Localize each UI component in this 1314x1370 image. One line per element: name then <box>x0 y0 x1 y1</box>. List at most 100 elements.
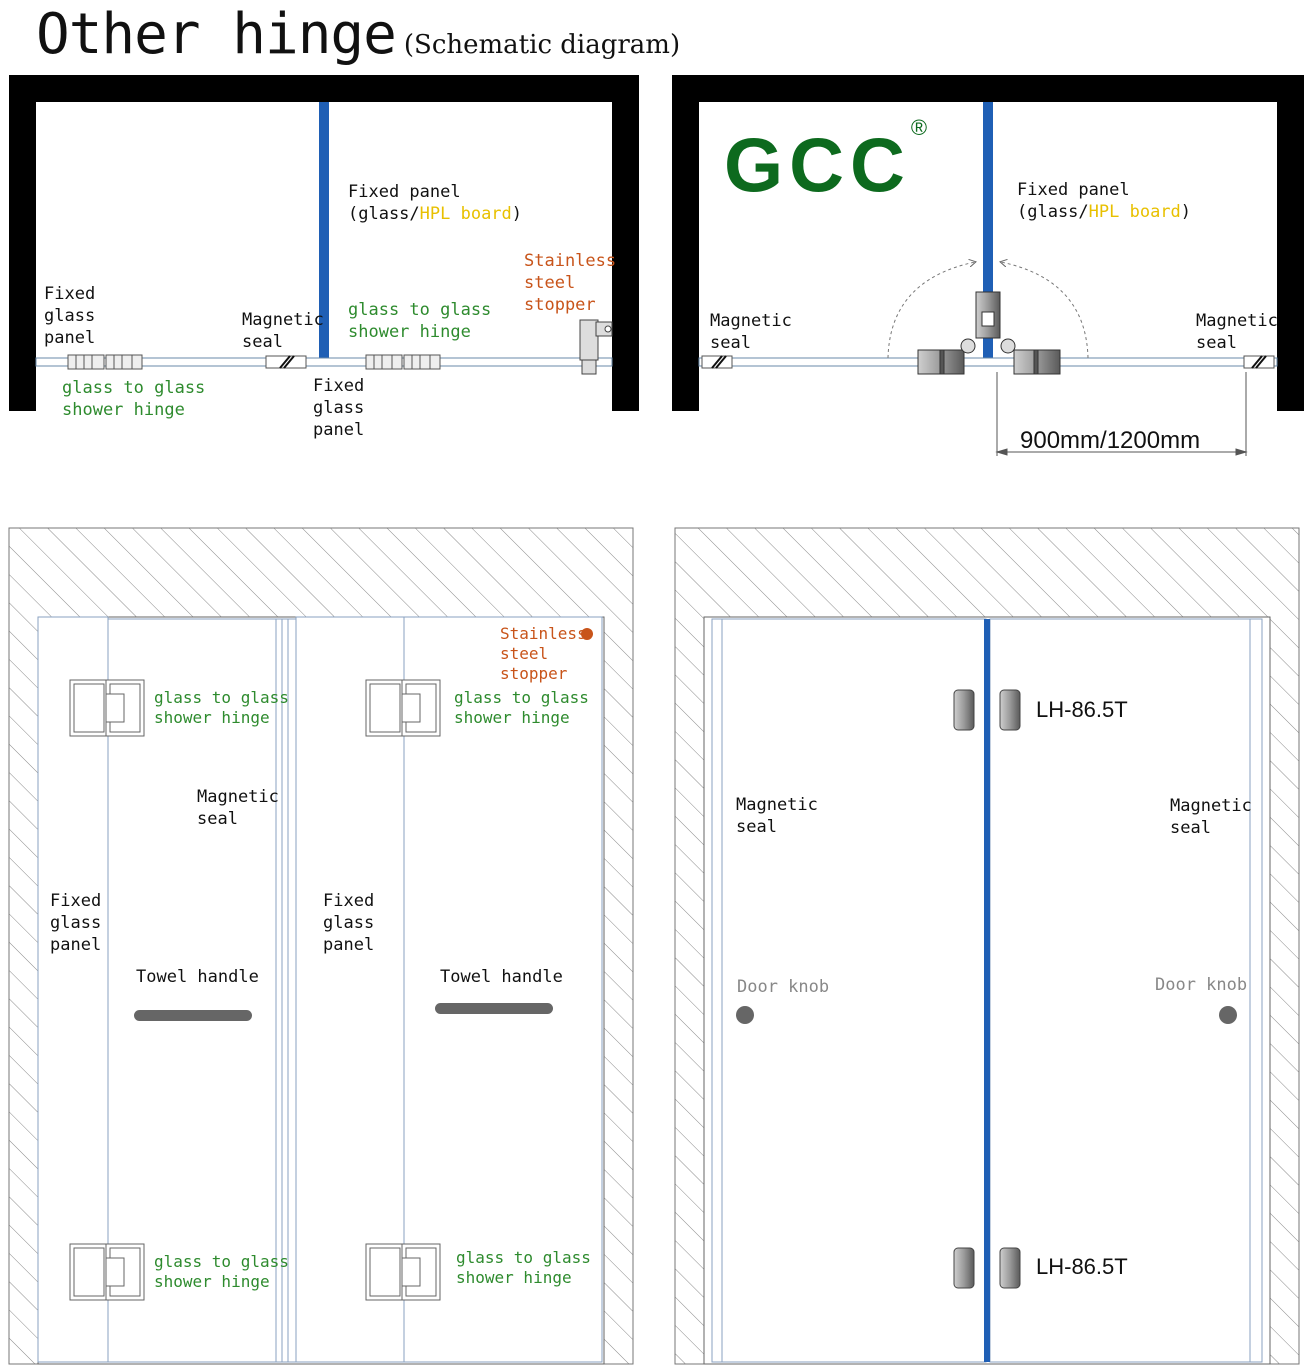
fixed-line3: panel <box>323 935 375 955</box>
stopper-line3: stopper <box>500 664 568 683</box>
magnetic-line2: seal <box>1170 818 1211 838</box>
magnetic-line2: seal <box>1196 333 1237 353</box>
elevation-left <box>8 527 634 1365</box>
model-label: LH-86.5T <box>1036 1254 1128 1279</box>
hinge-line1: glass to glass <box>456 1248 591 1267</box>
magnetic-seal-symbol <box>701 355 733 369</box>
fixed-glass-panel <box>37 616 109 1363</box>
left-door-panel <box>711 618 987 1363</box>
door-knob-left <box>736 1006 754 1024</box>
stopper-label: Stainless steel stopper <box>524 250 616 316</box>
magnetic-line2: seal <box>197 809 238 829</box>
hinge-line2: shower hinge <box>154 1272 270 1291</box>
magnetic-seal-label: Magnetic seal <box>736 794 818 838</box>
door-glass-panel <box>403 616 603 1363</box>
hinge-label: glass to glass shower hinge <box>348 299 491 343</box>
stopper-line1: Stainless <box>500 624 587 643</box>
magnetic-seal-label: Magnetic seal <box>242 309 324 353</box>
logo-text: GCC <box>724 123 911 209</box>
gcc-logo: GCC® <box>724 115 928 209</box>
stopper-line3: stopper <box>524 295 596 315</box>
elevation-right <box>674 527 1300 1365</box>
door-knob-label: Door knob <box>737 977 830 997</box>
hinge-symbol <box>69 1243 145 1301</box>
stopper-label: Stainless steel stopper <box>500 624 587 684</box>
magnetic-line2: seal <box>242 332 283 352</box>
magnetic-line1: Magnetic <box>710 311 792 331</box>
hpl-board-text: HPL board <box>419 204 512 224</box>
registered-mark: ® <box>910 115 928 140</box>
dimension-line <box>995 372 1248 456</box>
hinge-symbol <box>69 679 145 737</box>
magnetic-seal-symbol <box>265 355 307 369</box>
hinge-line2: shower hinge <box>62 400 185 420</box>
hinge-line2: shower hinge <box>154 708 270 727</box>
hinge-line2: shower hinge <box>454 708 570 727</box>
magnetic-line2: seal <box>710 333 751 353</box>
fixed-glass-label: Fixed glass panel <box>313 375 364 441</box>
hinge-line1: glass to glass <box>154 1252 289 1271</box>
fixed-line1: Fixed <box>313 376 365 396</box>
fixed-line1: Fixed <box>323 891 375 911</box>
fixed-line3: panel <box>44 328 96 348</box>
fixed-line3: panel <box>313 420 365 440</box>
fixed-line2: glass <box>313 398 365 418</box>
fixed-line2: glass <box>323 913 375 933</box>
magnetic-line1: Magnetic <box>197 787 279 807</box>
magnetic-line1: Magnetic <box>1170 796 1252 816</box>
fixed-panel-blue <box>983 102 993 366</box>
hpl-board-text: HPL board <box>1088 202 1181 222</box>
right-door-panel <box>989 618 1263 1363</box>
hinge-label: glass to glass shower hinge <box>62 377 205 421</box>
fixed-line2: glass <box>50 913 102 933</box>
hinge-line1: glass to glass <box>348 300 492 320</box>
fixed-panel-line2a: (glass/ <box>348 204 420 224</box>
fixed-line3: panel <box>50 935 102 955</box>
fixed-panel-line2c: ) <box>1180 202 1192 222</box>
fixed-panel-line1: Fixed panel <box>348 182 461 202</box>
door-glass-panel <box>107 618 281 1363</box>
hinge-symbol <box>365 1243 441 1301</box>
fixed-line2: glass <box>44 306 96 326</box>
swing-arc-left <box>887 262 975 359</box>
plan-view-left <box>9 75 639 411</box>
magnetic-seal-label: Magnetic seal <box>710 310 792 354</box>
panel-gap <box>275 618 297 1363</box>
door-knob-right <box>1219 1006 1237 1024</box>
hinge-label: glass to glass shower hinge <box>454 688 589 728</box>
stopper-line2: steel <box>524 273 576 293</box>
fixed-glass-panel <box>295 616 405 1363</box>
fixed-panel-blue <box>319 102 329 358</box>
fixed-panel-label: Fixed panel (glass/HPL board) <box>1017 179 1191 223</box>
glass-line <box>698 357 1278 367</box>
magnetic-line2: seal <box>736 817 777 837</box>
magnetic-seal-label: Magnetic seal <box>1196 310 1278 354</box>
model-label: LH-86.5T <box>1036 697 1128 722</box>
magnetic-seal-label: Magnetic seal <box>1170 795 1252 839</box>
magnetic-seal-label: Magnetic seal <box>197 786 279 830</box>
stopper-dot <box>581 628 593 640</box>
magnetic-line1: Magnetic <box>736 795 818 815</box>
fixed-panel-line1: Fixed panel <box>1017 180 1130 200</box>
magnetic-line1: Magnetic <box>242 310 324 330</box>
towel-handle <box>435 1003 553 1014</box>
hinge-label: glass to glass shower hinge <box>154 688 289 728</box>
fixed-glass-label: Fixed glass panel <box>50 890 101 956</box>
hinge-pill <box>999 689 1021 731</box>
hinge-pill <box>953 1247 975 1289</box>
door-knob-label: Door knob <box>1155 975 1248 995</box>
title-sub: (Schematic diagram) <box>403 30 681 60</box>
hinge-line1: glass to glass <box>454 688 589 707</box>
center-blue-line <box>984 619 990 1362</box>
hinge-label: glass to glass shower hinge <box>154 1252 289 1292</box>
stopper-line2: steel <box>500 644 549 663</box>
fixed-line1: Fixed <box>44 284 96 304</box>
fixed-panel-line2a: (glass/ <box>1017 202 1089 222</box>
hinge-symbol <box>67 354 143 370</box>
hinge-line2: shower hinge <box>456 1268 572 1287</box>
hinge-line2: shower hinge <box>348 322 471 342</box>
hinge-label: glass to glass shower hinge <box>456 1248 591 1288</box>
towel-handle-label: Towel handle <box>136 967 259 987</box>
